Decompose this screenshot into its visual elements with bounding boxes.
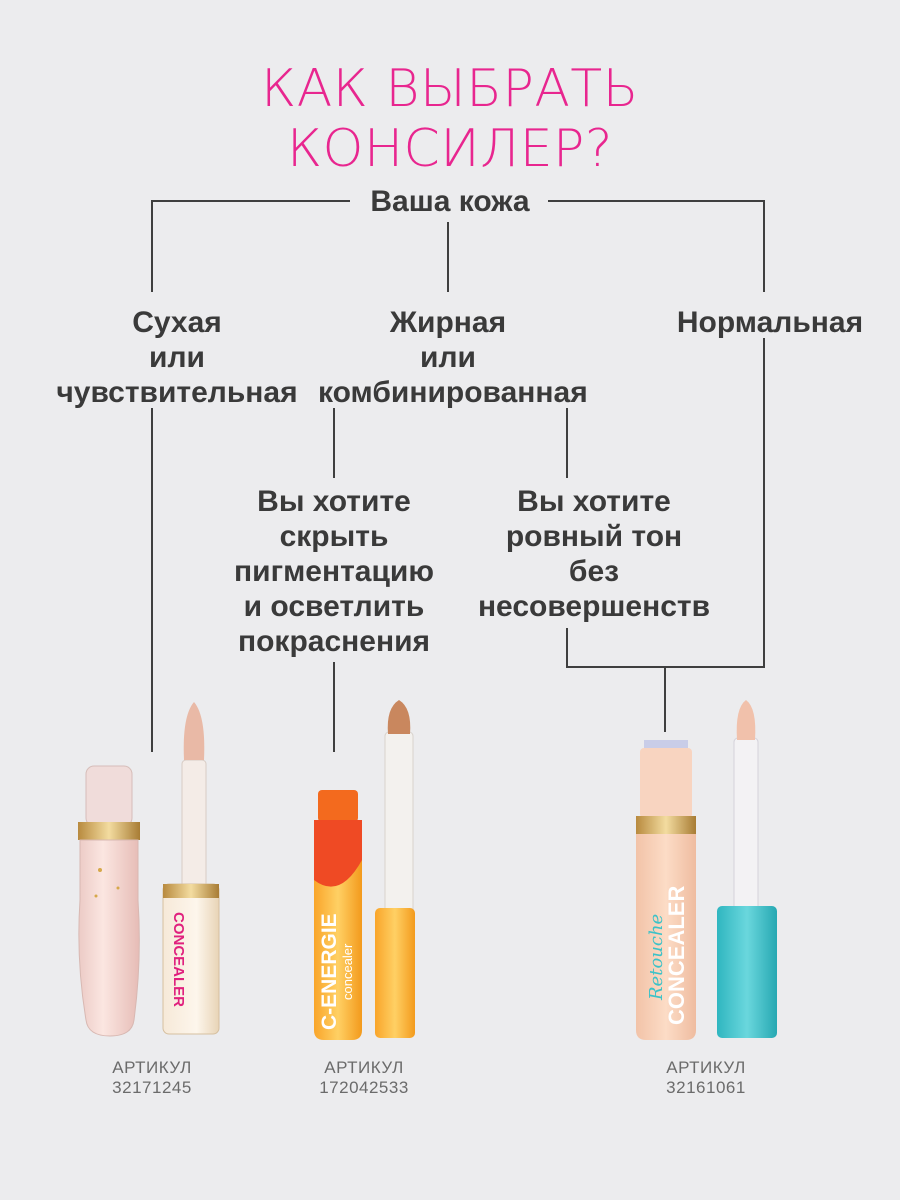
connector-root-right bbox=[548, 200, 765, 292]
wish-tone-line-1: Вы хотите bbox=[517, 485, 671, 518]
product-3-article: АРТИКУЛ 32161061 bbox=[636, 1058, 776, 1098]
connector-root-left bbox=[151, 200, 350, 292]
node-oily-line-1: Жирная bbox=[389, 306, 507, 339]
wish-pigment-line-3: пигментацию bbox=[234, 555, 434, 588]
node-dry-line-3: чувствительная bbox=[56, 376, 298, 409]
svg-text:C-ENERGIE: C-ENERGIE bbox=[318, 913, 341, 1030]
node-dry-skin: Сухая или чувствительная bbox=[52, 305, 302, 410]
node-normal-skin: Нормальная bbox=[660, 305, 880, 340]
product-1-article-label: АРТИКУЛ bbox=[112, 1058, 192, 1077]
node-dry-line-2: или bbox=[149, 341, 205, 374]
svg-text:Retouche: Retouche bbox=[646, 914, 667, 1001]
node-wish-pigmentation: Вы хотите скрыть пигментацию и осветлить… bbox=[214, 484, 454, 659]
svg-text:concealer: concealer bbox=[340, 943, 355, 1000]
product-2-sku: 172042533 bbox=[319, 1078, 409, 1097]
product-2-article-label: АРТИКУЛ bbox=[324, 1058, 404, 1077]
wish-tone-line-3: без bbox=[568, 555, 620, 588]
wish-tone-line-4: несовершенств bbox=[477, 590, 711, 623]
product-3-sku: 32161061 bbox=[666, 1078, 746, 1097]
product-1-article: АРТИКУЛ 32171245 bbox=[82, 1058, 222, 1098]
page-title-line-1: КАК ВЫБРАТЬ bbox=[261, 59, 639, 119]
product-1-brand-text: CONCEALER bbox=[170, 912, 187, 1007]
wish-pigment-line-5: покраснения bbox=[237, 625, 431, 658]
node-wish-even-tone: Вы хотите ровный тон без несовершенств bbox=[454, 484, 734, 624]
page-title-line-2: КОНСИЛЕР? bbox=[286, 119, 614, 179]
node-dry-line-1: Сухая bbox=[132, 306, 222, 339]
node-oily-skin: Жирная или комбинированная bbox=[318, 305, 588, 410]
node-oily-line-3: комбинированная bbox=[318, 376, 588, 409]
wish-tone-line-2: ровный тон bbox=[505, 520, 683, 553]
node-normal-line-1: Нормальная bbox=[676, 306, 864, 339]
wish-pigment-line-1: Вы хотите bbox=[257, 485, 411, 518]
wish-pigment-line-2: скрыть bbox=[279, 520, 389, 553]
node-oily-line-2: или bbox=[420, 341, 476, 374]
product-3-article-label: АРТИКУЛ bbox=[666, 1058, 746, 1077]
svg-text:CONCEALER: CONCEALER bbox=[664, 886, 689, 1025]
wish-pigment-line-4: и осветлить bbox=[243, 590, 425, 623]
product-2-article: АРТИКУЛ 172042533 bbox=[284, 1058, 444, 1098]
root-label: Ваша кожа bbox=[370, 185, 530, 218]
product-1-sku: 32171245 bbox=[112, 1078, 192, 1097]
root-node-skin: Ваша кожа bbox=[340, 184, 560, 219]
